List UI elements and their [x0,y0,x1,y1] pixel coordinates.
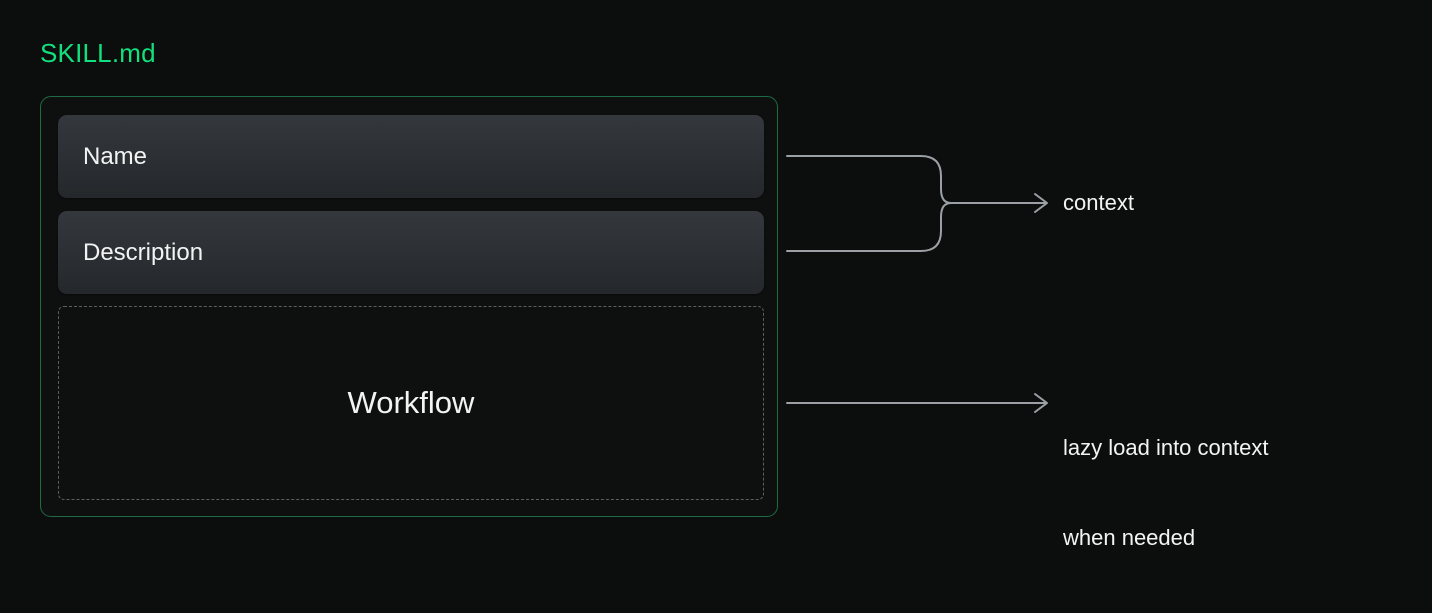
workflow-label: Workflow [347,385,475,420]
field-name-label: Name [83,142,148,170]
annotation-context: context [1063,190,1134,215]
page-title: SKILL.md [40,38,156,68]
annotation-lazy-load: lazy load into context when needed [1063,373,1268,613]
skill-md-card: Name Description Workflow [40,96,778,517]
field-description[interactable]: Description [58,211,764,294]
diagram-canvas: SKILL.md Name Description Workflow conte… [40,38,1268,550]
field-name[interactable]: Name [58,115,764,198]
arrow-head-context-icon [1034,193,1048,213]
annotation-lazy-load-line1: lazy load into context [1063,435,1269,460]
annotation-lazy-load-line2: when needed [1063,525,1196,550]
field-description-label: Description [83,238,204,266]
arrow-head-lazy-icon [1034,393,1048,413]
workflow-section[interactable]: Workflow [58,306,764,500]
merge-connector-icon [786,155,1046,252]
